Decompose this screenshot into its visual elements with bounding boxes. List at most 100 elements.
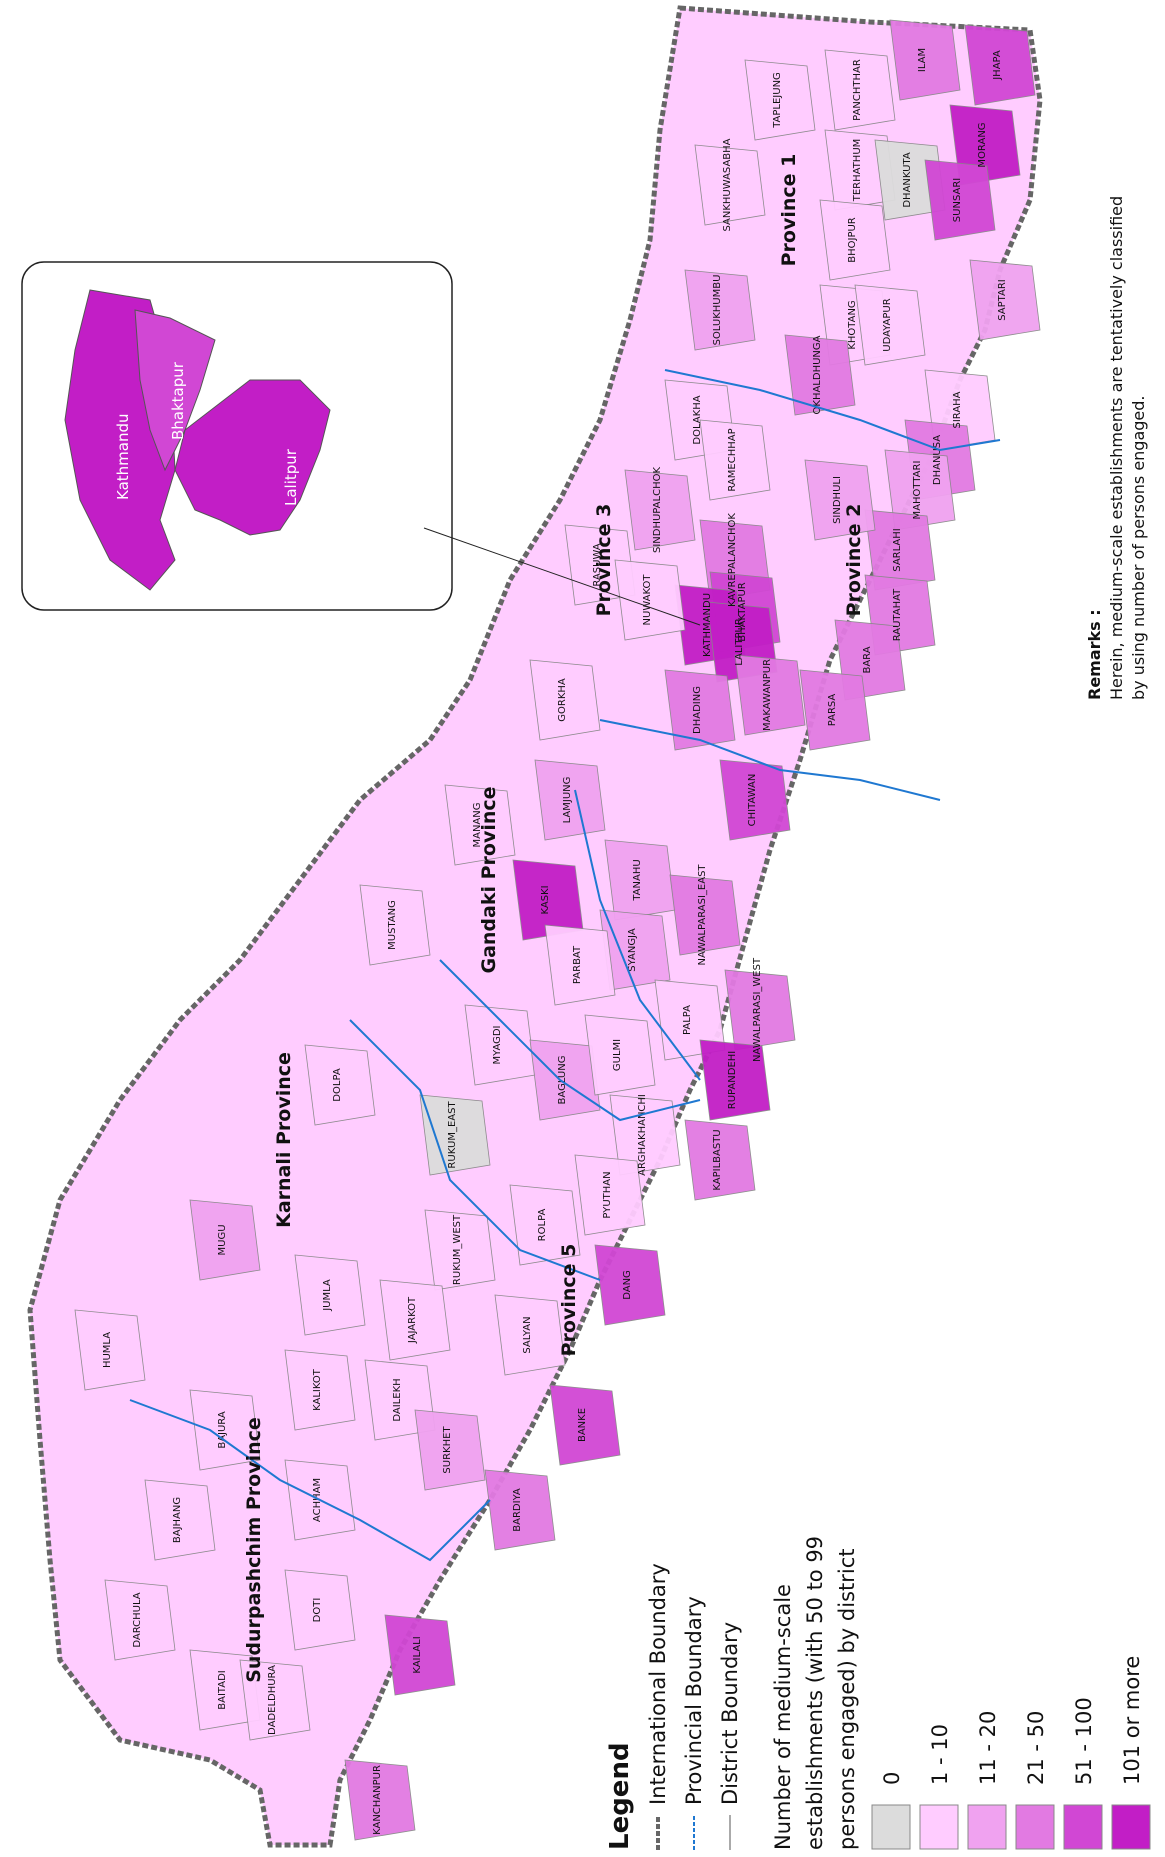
- district-label-dhanusa: DHANUSA: [932, 435, 943, 485]
- province-label-3: Province 3: [593, 504, 615, 617]
- district-label-lalitpur: LALITPUR: [734, 618, 745, 666]
- district-region-dolpa: [304, 1044, 376, 1126]
- district-region-jumla: [294, 1254, 366, 1336]
- district-label-bardiya: BARDIYA: [512, 1488, 523, 1532]
- legend-class-swatch-5: [1063, 1804, 1103, 1850]
- inset-lalitpur-region: [174, 379, 331, 536]
- district-region-saptari: [969, 259, 1041, 341]
- district-region-nuwakot: [614, 559, 686, 641]
- district-label-ilam: ILAM: [917, 48, 928, 72]
- district-region-makawanpur: [734, 654, 806, 736]
- district-label-palpa: PALPA: [682, 1005, 693, 1035]
- district-label-parsa: PARSA: [827, 694, 838, 727]
- district-label-bhaktapur: BHAKTAPUR: [737, 582, 748, 642]
- district-region-jajarkot: [379, 1279, 451, 1361]
- district-region-dadeldhura: [239, 1659, 311, 1741]
- district-label-udayapur: UDAYAPUR: [882, 298, 893, 351]
- district-label-solukhumbu: SOLUKHUMBU: [712, 275, 723, 346]
- district-region-bajhang: [144, 1479, 216, 1561]
- district-region-sindhuli: [804, 459, 876, 541]
- district-region-sarlahi: [864, 509, 936, 591]
- district-label-dolakha: DOLAKHA: [692, 395, 703, 444]
- district-region-okhaldhunga: [784, 334, 856, 416]
- district-region-kalikot: [284, 1349, 356, 1431]
- legend-class-label-4: 21 - 50: [1024, 1711, 1048, 1785]
- legend-class-swatch-6: [1111, 1804, 1151, 1850]
- legend-boundary-label-3: District Boundary: [718, 1622, 742, 1805]
- district-label-mugu: MUGU: [217, 1224, 228, 1255]
- district-label-kavrepalanchok: KAVREPALANCHOK: [727, 513, 738, 607]
- district-label-baitadi: BAITADI: [217, 1670, 228, 1709]
- district-label-sankhuwasabha: SANKHUWASABHA: [722, 138, 733, 231]
- district-label-kalikot: KALIKOT: [312, 1368, 323, 1411]
- district-label-bajura: BAJURA: [217, 1411, 228, 1449]
- inset-label-lalitpur: Lalitpur: [282, 448, 300, 506]
- district-label-gulmi: GULMI: [612, 1039, 623, 1071]
- district-region-kailali: [384, 1614, 456, 1696]
- district-label-jajarkot: JAJARKOT: [407, 1296, 418, 1344]
- district-label-dailekh: DAILEKH: [392, 1378, 403, 1421]
- district-label-khotang: KHOTANG: [847, 300, 858, 349]
- district-region-taplejung: [744, 59, 816, 141]
- legend-boundary-label-1: International Boundary: [646, 1563, 670, 1805]
- district-label-surkhet: SURKHET: [442, 1426, 453, 1474]
- district-label-pyuthan: PYUTHAN: [602, 1171, 613, 1218]
- legend-class-label-5: 51 - 100: [1072, 1697, 1096, 1785]
- district-label-syangja: SYANGJA: [627, 928, 638, 972]
- district-region-doti: [284, 1569, 356, 1651]
- legend-boundary-label-2: Provincial Boundary: [682, 1596, 706, 1805]
- district-label-jumla: JUMLA: [322, 1279, 333, 1312]
- district-label-lamjung: LAMJUNG: [562, 777, 573, 824]
- legend-class-label-2: 1 - 10: [928, 1724, 952, 1785]
- district-region-humla: [74, 1309, 146, 1391]
- district-region-panchthar: [824, 49, 896, 131]
- district-label-nawalparasi_east: NAWALPARASI_EAST: [697, 864, 708, 966]
- district-label-rukum_west: RUKUM_WEST: [452, 1214, 463, 1285]
- remarks-title: Remarks :: [1085, 609, 1104, 700]
- legend-class-label-1: 0: [880, 1772, 904, 1785]
- district-label-rukum_east: RUKUM_EAST: [447, 1101, 458, 1169]
- district-region-rolpa: [509, 1184, 581, 1266]
- district-region-pyuthan: [574, 1154, 646, 1236]
- district-region-bhojpur: [819, 199, 891, 281]
- district-region-ramechhap: [699, 419, 771, 501]
- legend-class-swatch-4: [1015, 1804, 1055, 1850]
- district-region-darchula: [104, 1579, 176, 1661]
- district-label-manang: MANANG: [472, 802, 483, 847]
- district-label-saptari: SAPTARI: [997, 279, 1008, 320]
- district-region-sunsari: [924, 159, 996, 241]
- district-label-sindhuli: SINDHULI: [832, 476, 843, 524]
- province-label-2: Province 2: [843, 504, 865, 617]
- district-region-lamjung: [534, 759, 606, 841]
- district-region-sindhupalchok: [624, 469, 696, 551]
- district-region-salyan: [494, 1294, 566, 1376]
- district-label-bajhang: BAJHANG: [172, 1497, 183, 1543]
- district-label-myagdi: MYAGDI: [492, 1025, 503, 1064]
- kathmandu-valley-inset: Kathmandu Bhaktapur Lalitpur: [21, 261, 701, 626]
- district-region-rukum_west: [424, 1209, 496, 1291]
- legend-title: Legend: [605, 1742, 635, 1850]
- remarks-line-2: by using number of persons engaged.: [1129, 395, 1148, 700]
- district-region-udayapur: [854, 284, 926, 366]
- district-label-kapilbastu: KAPILBASTU: [712, 1129, 723, 1190]
- district-label-ramechhap: RAMECHHAP: [727, 428, 738, 491]
- district-label-dhading: DHADING: [692, 686, 703, 734]
- district-label-kaski: KASKI: [540, 885, 551, 914]
- district-label-rolpa: ROLPA: [537, 1209, 548, 1242]
- legend-measure-line-1: Number of medium-scale: [771, 1584, 795, 1850]
- district-label-jhapa: JHAPA: [992, 50, 1003, 81]
- district-label-kailali: KAILALI: [412, 1636, 423, 1673]
- district-label-dolpa: DOLPA: [332, 1068, 343, 1102]
- legend-class-label-6: 101 or more: [1120, 1656, 1144, 1785]
- district-label-dadeldhura: DADELDHURA: [267, 1665, 278, 1735]
- district-region-banke: [549, 1384, 621, 1466]
- district-label-rautahat: RAUTAHAT: [892, 588, 903, 641]
- district-region-arghakhanchi: [609, 1094, 681, 1176]
- district-region-nawalparasi_west: [724, 969, 796, 1051]
- district-label-taplejung: TAPLEJUNG: [772, 72, 783, 129]
- district-label-doti: DOTI: [312, 1598, 323, 1623]
- legend-class-label-3: 11 - 20: [976, 1711, 1000, 1785]
- district-label-gorkha: GORKHA: [557, 678, 568, 722]
